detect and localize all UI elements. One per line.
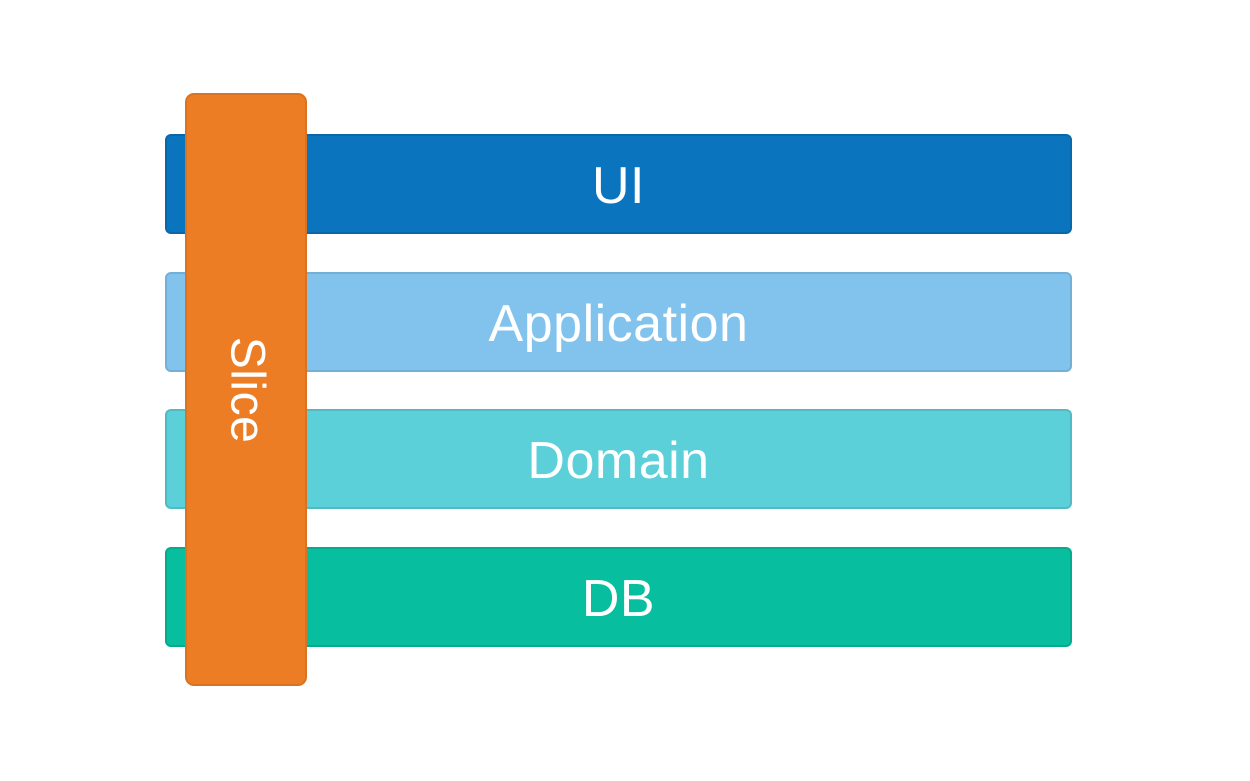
layer-bar-ui: UI [165, 134, 1072, 234]
layer-bar-domain: Domain [165, 409, 1072, 509]
layer-label-ui: UI [592, 157, 645, 215]
slice-bar: Slice [185, 93, 307, 686]
layer-label-domain: Domain [527, 432, 710, 490]
layer-bar-db: DB [165, 547, 1072, 647]
layer-bar-application: Application [165, 272, 1072, 372]
layer-label-db: DB [581, 570, 656, 628]
layer-label-application: Application [488, 295, 749, 353]
slice-label: Slice [219, 336, 273, 443]
